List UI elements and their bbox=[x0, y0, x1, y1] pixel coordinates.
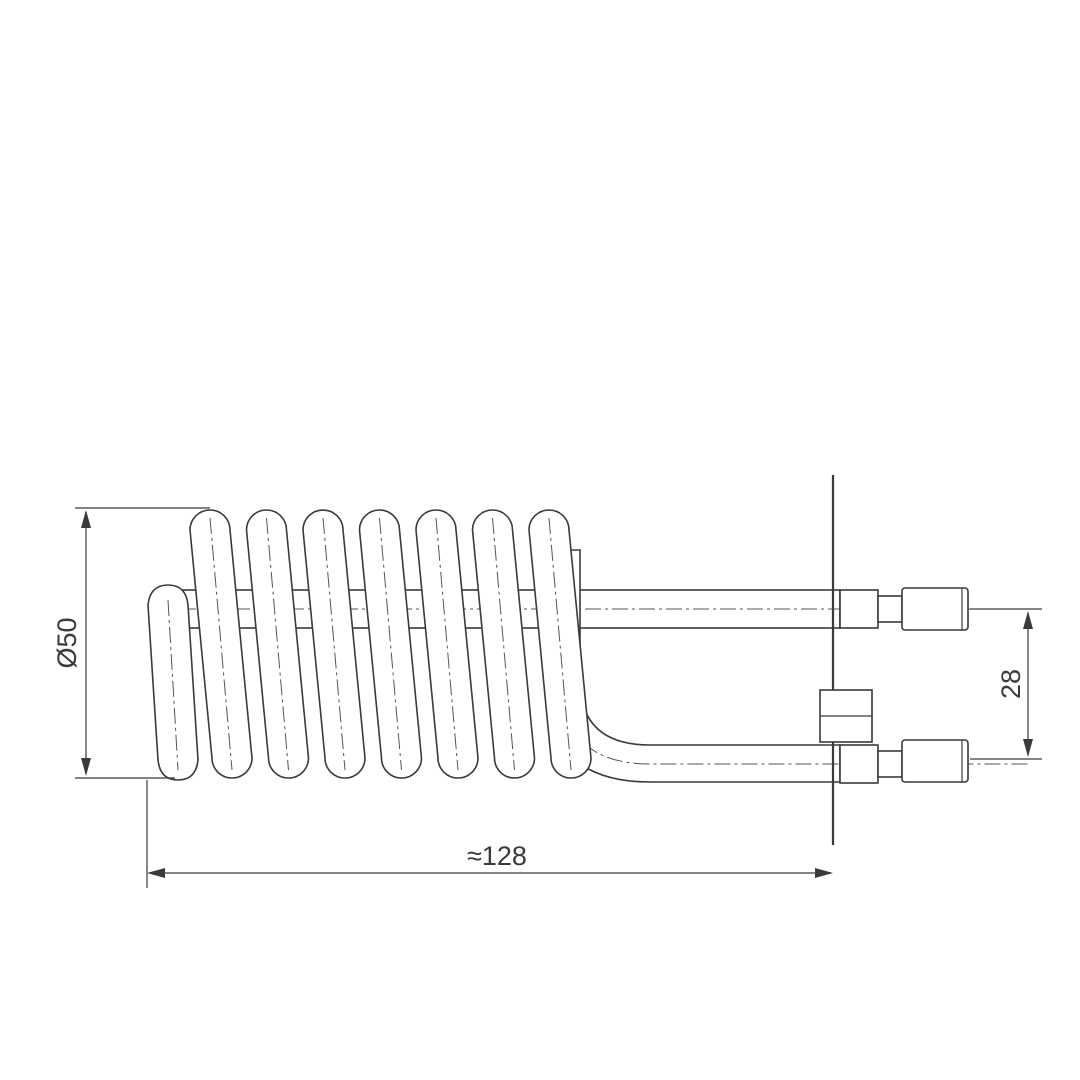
diameter-arrow-top bbox=[81, 510, 91, 528]
coil-turn-outline bbox=[471, 509, 536, 779]
length-arrow-left bbox=[147, 868, 165, 878]
terminal-lower-collar bbox=[839, 744, 879, 784]
diameter-arrow-bottom bbox=[81, 758, 91, 776]
length-dimension: ≈128 bbox=[146, 780, 833, 888]
terminal-upper-sleeve bbox=[901, 587, 969, 631]
diameter-label: Ø50 bbox=[52, 617, 82, 668]
diameter-dimension: Ø50 bbox=[52, 507, 210, 779]
coil-turn bbox=[528, 509, 592, 779]
coil-turn-centerline bbox=[492, 517, 515, 771]
coil-turn-centerline bbox=[322, 517, 346, 771]
coil-turn bbox=[302, 509, 366, 779]
coil-turn bbox=[358, 509, 423, 779]
coil-turn-outline bbox=[245, 509, 310, 779]
length-arrow-right bbox=[815, 868, 833, 878]
spacing-dimension: 28 bbox=[970, 608, 1042, 760]
coil-turn-centerline bbox=[266, 517, 289, 771]
coil-turn-centerline bbox=[379, 517, 402, 771]
coil-turn-outline bbox=[415, 509, 479, 779]
coil-turn-centerline bbox=[209, 517, 233, 771]
coil-turn bbox=[189, 509, 253, 779]
coil-turn-first-centerline bbox=[167, 599, 179, 771]
spacing-arrow-bottom bbox=[1023, 739, 1033, 757]
spacing-label: 28 bbox=[996, 669, 1026, 699]
coil-turn-centerline bbox=[435, 517, 459, 771]
coil-turn-outline bbox=[528, 509, 592, 779]
terminal-lower-sleeve bbox=[901, 739, 969, 783]
coil-turn-outline bbox=[358, 509, 423, 779]
spacing-arrow-top bbox=[1023, 611, 1033, 629]
coil-turn-centerline bbox=[548, 517, 572, 771]
flange bbox=[819, 475, 873, 845]
coil-turn bbox=[471, 509, 536, 779]
heating-coil bbox=[147, 509, 592, 781]
terminal-upper-collar bbox=[839, 589, 879, 629]
coil-turn-outline bbox=[302, 509, 366, 779]
terminal-lower bbox=[839, 739, 969, 784]
terminal-upper-neck bbox=[877, 595, 903, 623]
coil-turn-outline bbox=[189, 509, 253, 779]
coil-turn bbox=[245, 509, 310, 779]
terminal-lower-neck bbox=[877, 750, 903, 778]
coil-turn bbox=[415, 509, 479, 779]
length-label: ≈128 bbox=[467, 841, 527, 871]
terminal-upper bbox=[839, 587, 969, 631]
